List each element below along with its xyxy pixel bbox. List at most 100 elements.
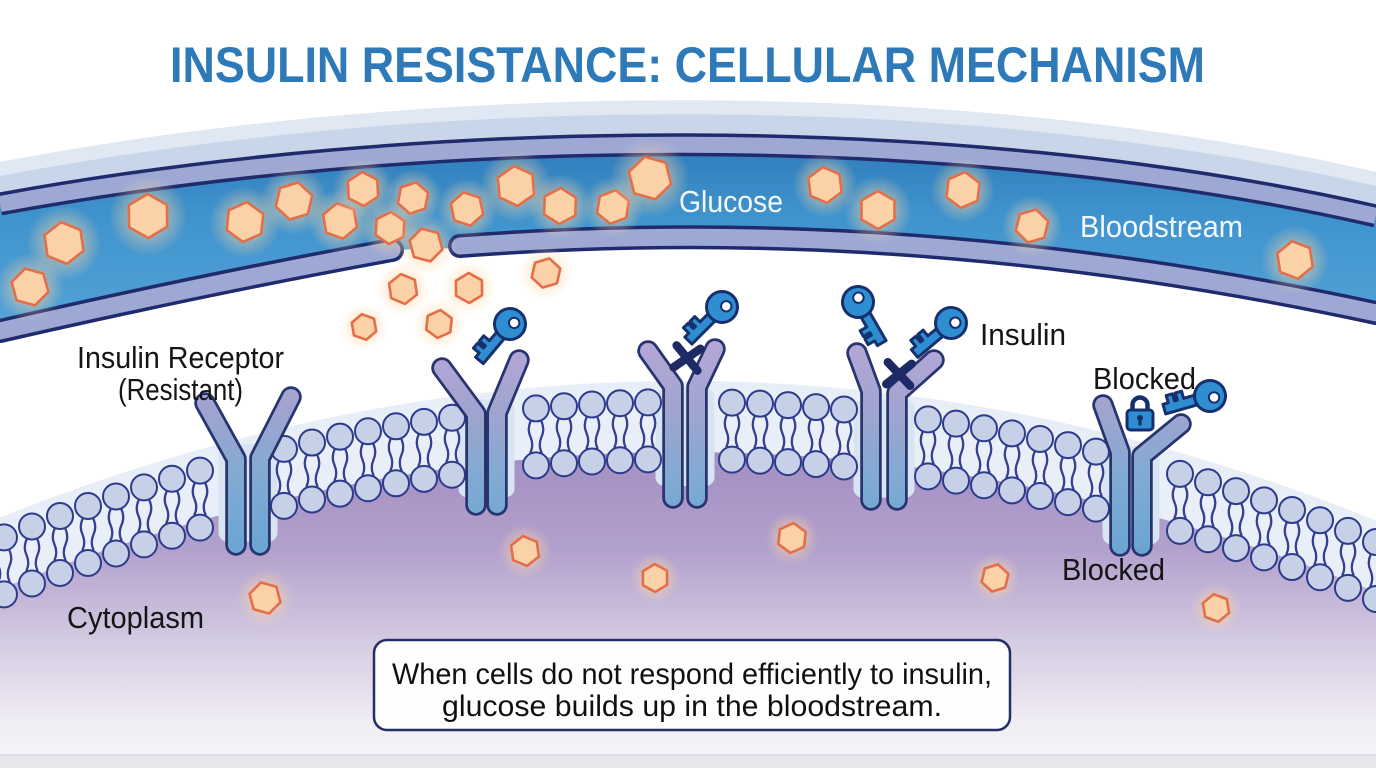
key-hole <box>949 316 962 329</box>
lipid-head-outer <box>606 389 634 418</box>
lipid-head-outer <box>158 464 186 493</box>
cytoplasm-label: Cytoplasm <box>67 600 204 635</box>
lipid-tail <box>594 416 601 450</box>
glucose-hexagon <box>108 176 188 256</box>
lipid-head-inner <box>746 446 774 475</box>
lipid-head-inner <box>354 474 382 503</box>
lipid-unit <box>186 456 214 542</box>
lipid-tail <box>650 414 657 448</box>
glucose-hexagon <box>843 175 913 245</box>
lipid-tail <box>275 460 282 495</box>
blocked-x-marks <box>669 341 916 391</box>
glucose-hexagon <box>395 214 457 276</box>
lipid-head-inner <box>410 464 438 493</box>
insulin-receptor-5-blocked <box>1092 394 1192 557</box>
lipid-tail <box>751 415 758 449</box>
key-shaft <box>1161 389 1204 416</box>
glucose-hexagon <box>930 157 996 223</box>
bottom-strip <box>0 756 1376 768</box>
vessel-wall-top <box>0 133 1376 228</box>
caption-box: When cells do not respond efficiently to… <box>372 638 1012 732</box>
lipid-tail <box>1266 512 1273 546</box>
key-hole <box>852 291 865 304</box>
lipid-unit <box>998 419 1026 505</box>
glucose-hexagon-shape <box>945 170 981 210</box>
lipid-tail <box>1098 463 1105 497</box>
lipid-tail <box>538 420 545 454</box>
lipid-unit <box>1250 486 1278 572</box>
lipid-head-outer <box>0 523 18 552</box>
insulin-receptors <box>194 338 1192 557</box>
key-hole <box>507 316 521 330</box>
lipid-tail <box>818 418 825 453</box>
lipid-head-inner <box>438 460 466 489</box>
lipid-head-inner <box>298 485 326 514</box>
lipid-unit <box>1166 459 1194 545</box>
lipid-tail <box>62 527 69 562</box>
insulin-key-icon <box>841 285 888 348</box>
lipid-tail <box>919 431 926 465</box>
lipid-unit <box>718 388 746 474</box>
glucose-hexagon-shape <box>980 563 1010 593</box>
glucose-hexagon <box>629 552 681 604</box>
lipid-head-outer <box>1026 425 1054 454</box>
lipid-tail <box>163 490 170 524</box>
lipid-tail <box>191 482 198 516</box>
lipid-head-inner <box>550 449 578 478</box>
glucose-hexagon-shape <box>542 186 578 226</box>
lipid-tail <box>135 499 142 533</box>
lipid-head-inner <box>634 445 662 474</box>
lipid-unit <box>130 473 158 559</box>
insulin-receptor-2 <box>431 349 530 516</box>
insulin-key-icon <box>681 290 739 346</box>
glucose-hexagon <box>340 303 388 351</box>
lipid-tail <box>622 415 629 449</box>
glucose-hexagon <box>527 173 593 239</box>
key-hole <box>720 300 733 313</box>
lipid-tail <box>286 460 293 495</box>
glucose-hexagon-shape <box>496 164 536 208</box>
lipid-tail <box>1014 445 1021 479</box>
lipid-head-inner <box>102 539 130 568</box>
glucose-hexagon-shape <box>530 257 562 289</box>
lipid-tail <box>807 418 814 453</box>
lipid-unit <box>102 482 130 568</box>
lipid-tail <box>387 438 394 472</box>
lipid-tail <box>359 443 366 477</box>
lipid-tail <box>958 435 965 469</box>
lipid-unit <box>802 393 830 479</box>
glucose-hexagon-shape <box>449 191 485 227</box>
caption-line-2: glucose builds up in the bloodstream. <box>442 690 942 723</box>
vessel-wall-bottom-right <box>448 225 1376 325</box>
lipid-unit <box>522 394 550 480</box>
lipid-tail <box>1283 521 1290 556</box>
lipid-tail <box>1350 542 1357 577</box>
key-hole <box>1207 391 1221 404</box>
lipid-tail <box>314 454 321 488</box>
glucose-hexagon-shape <box>860 189 896 231</box>
lipid-unit <box>914 405 942 491</box>
lipid-tail <box>1171 485 1178 520</box>
glucose-hexagon <box>792 152 858 218</box>
insulin-receptor-label-line1: Insulin Receptor <box>77 340 284 375</box>
key-shaft <box>681 309 720 346</box>
lipid-head-inner <box>1278 553 1306 582</box>
lipid-tail <box>118 508 125 542</box>
glucose-hexagon-shape <box>408 227 444 263</box>
glucose-hexagon-shape <box>1276 239 1314 281</box>
lipid-tail <box>1238 502 1245 537</box>
lipid-head-outer <box>1194 468 1222 497</box>
lipid-unit <box>578 390 606 476</box>
lipid-head-outer <box>326 422 354 451</box>
lipid-head-outer <box>74 492 102 521</box>
lipid-head-outer <box>1222 477 1250 506</box>
lipid-head-inner <box>1166 516 1194 545</box>
lipid-head-outer <box>1250 486 1278 515</box>
lipid-tail <box>6 549 13 583</box>
lipid-head-outer <box>550 392 578 421</box>
lipid-head-inner <box>914 462 942 491</box>
caption-box-background <box>372 638 1012 732</box>
lipid-tail <box>1339 542 1346 577</box>
